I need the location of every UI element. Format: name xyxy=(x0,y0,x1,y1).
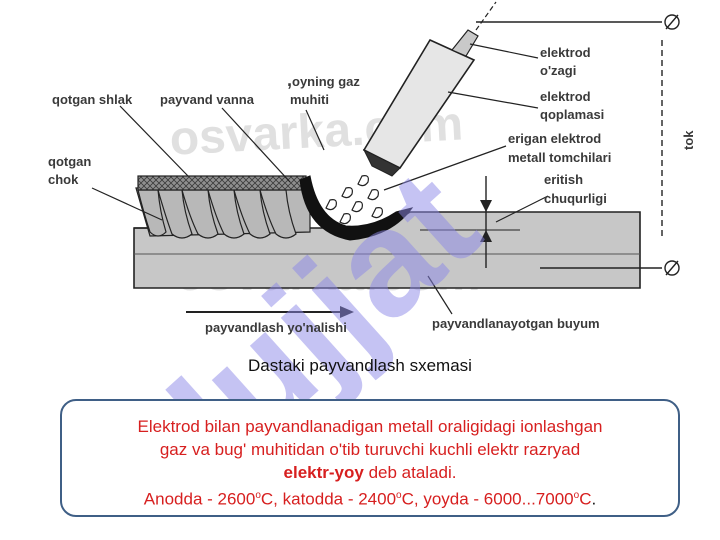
temperature-line: Anodda - 2600oC, katodda - 2400oC, yoyda… xyxy=(143,489,597,509)
label-workpiece: payvandlanayotgan buyum xyxy=(432,316,600,331)
label-electrode-rod-line2: o'zagi xyxy=(540,63,576,78)
label-gas-line1: ,oyning gaz xyxy=(287,70,360,90)
terminal-bottom-icon xyxy=(664,260,680,276)
molten-droplets xyxy=(325,175,383,225)
term-electric-arc: elektr-yoy xyxy=(283,463,364,482)
terminal-top-icon xyxy=(664,14,680,30)
term-suffix: deb ataladi. xyxy=(363,463,457,482)
current-circuit xyxy=(476,14,680,276)
label-pool: payvand vanna xyxy=(160,92,255,107)
depth-dimension xyxy=(420,176,520,268)
solidified-seam xyxy=(135,187,311,239)
label-gas-line2: muhiti xyxy=(290,92,329,107)
solidified-slag xyxy=(137,175,307,191)
weld-pool xyxy=(299,175,414,241)
label-drops-line2: metall tomchilari xyxy=(508,150,611,165)
definition-line-1: Elektrod bilan payvandlanadigan metall o… xyxy=(137,417,603,436)
label-seam-line2: chok xyxy=(48,172,79,187)
definition-line-2: gaz va bug' muhitidan o'tib turuvchi kuc… xyxy=(159,440,581,459)
definition-line-3: elektr-yoy deb ataladi. xyxy=(62,461,678,484)
leader-lines xyxy=(91,43,549,315)
label-depth-line1: eritish xyxy=(544,172,583,187)
diagram-caption: Dastaki payvandlash sxemasi xyxy=(248,356,472,375)
definition-box: Elektrod bilan payvandlanadigan metall o… xyxy=(60,399,680,517)
label-coating-line2: qoplamasi xyxy=(540,107,604,122)
label-drops-line1: erigan elektrod xyxy=(508,131,601,146)
label-electrode-rod-line1: elektrod xyxy=(540,45,591,60)
label-coating-line1: elektrod xyxy=(540,89,591,104)
label-direction: payvandlash yo'nalishi xyxy=(205,320,347,335)
electrode xyxy=(362,1,497,177)
label-slag: qotgan shlak xyxy=(52,92,133,107)
label-current: tok xyxy=(681,130,696,150)
label-depth-line2: chuqurligi xyxy=(544,191,607,206)
direction-arrow-icon xyxy=(186,306,354,318)
label-seam-line1: qotgan xyxy=(48,154,91,169)
